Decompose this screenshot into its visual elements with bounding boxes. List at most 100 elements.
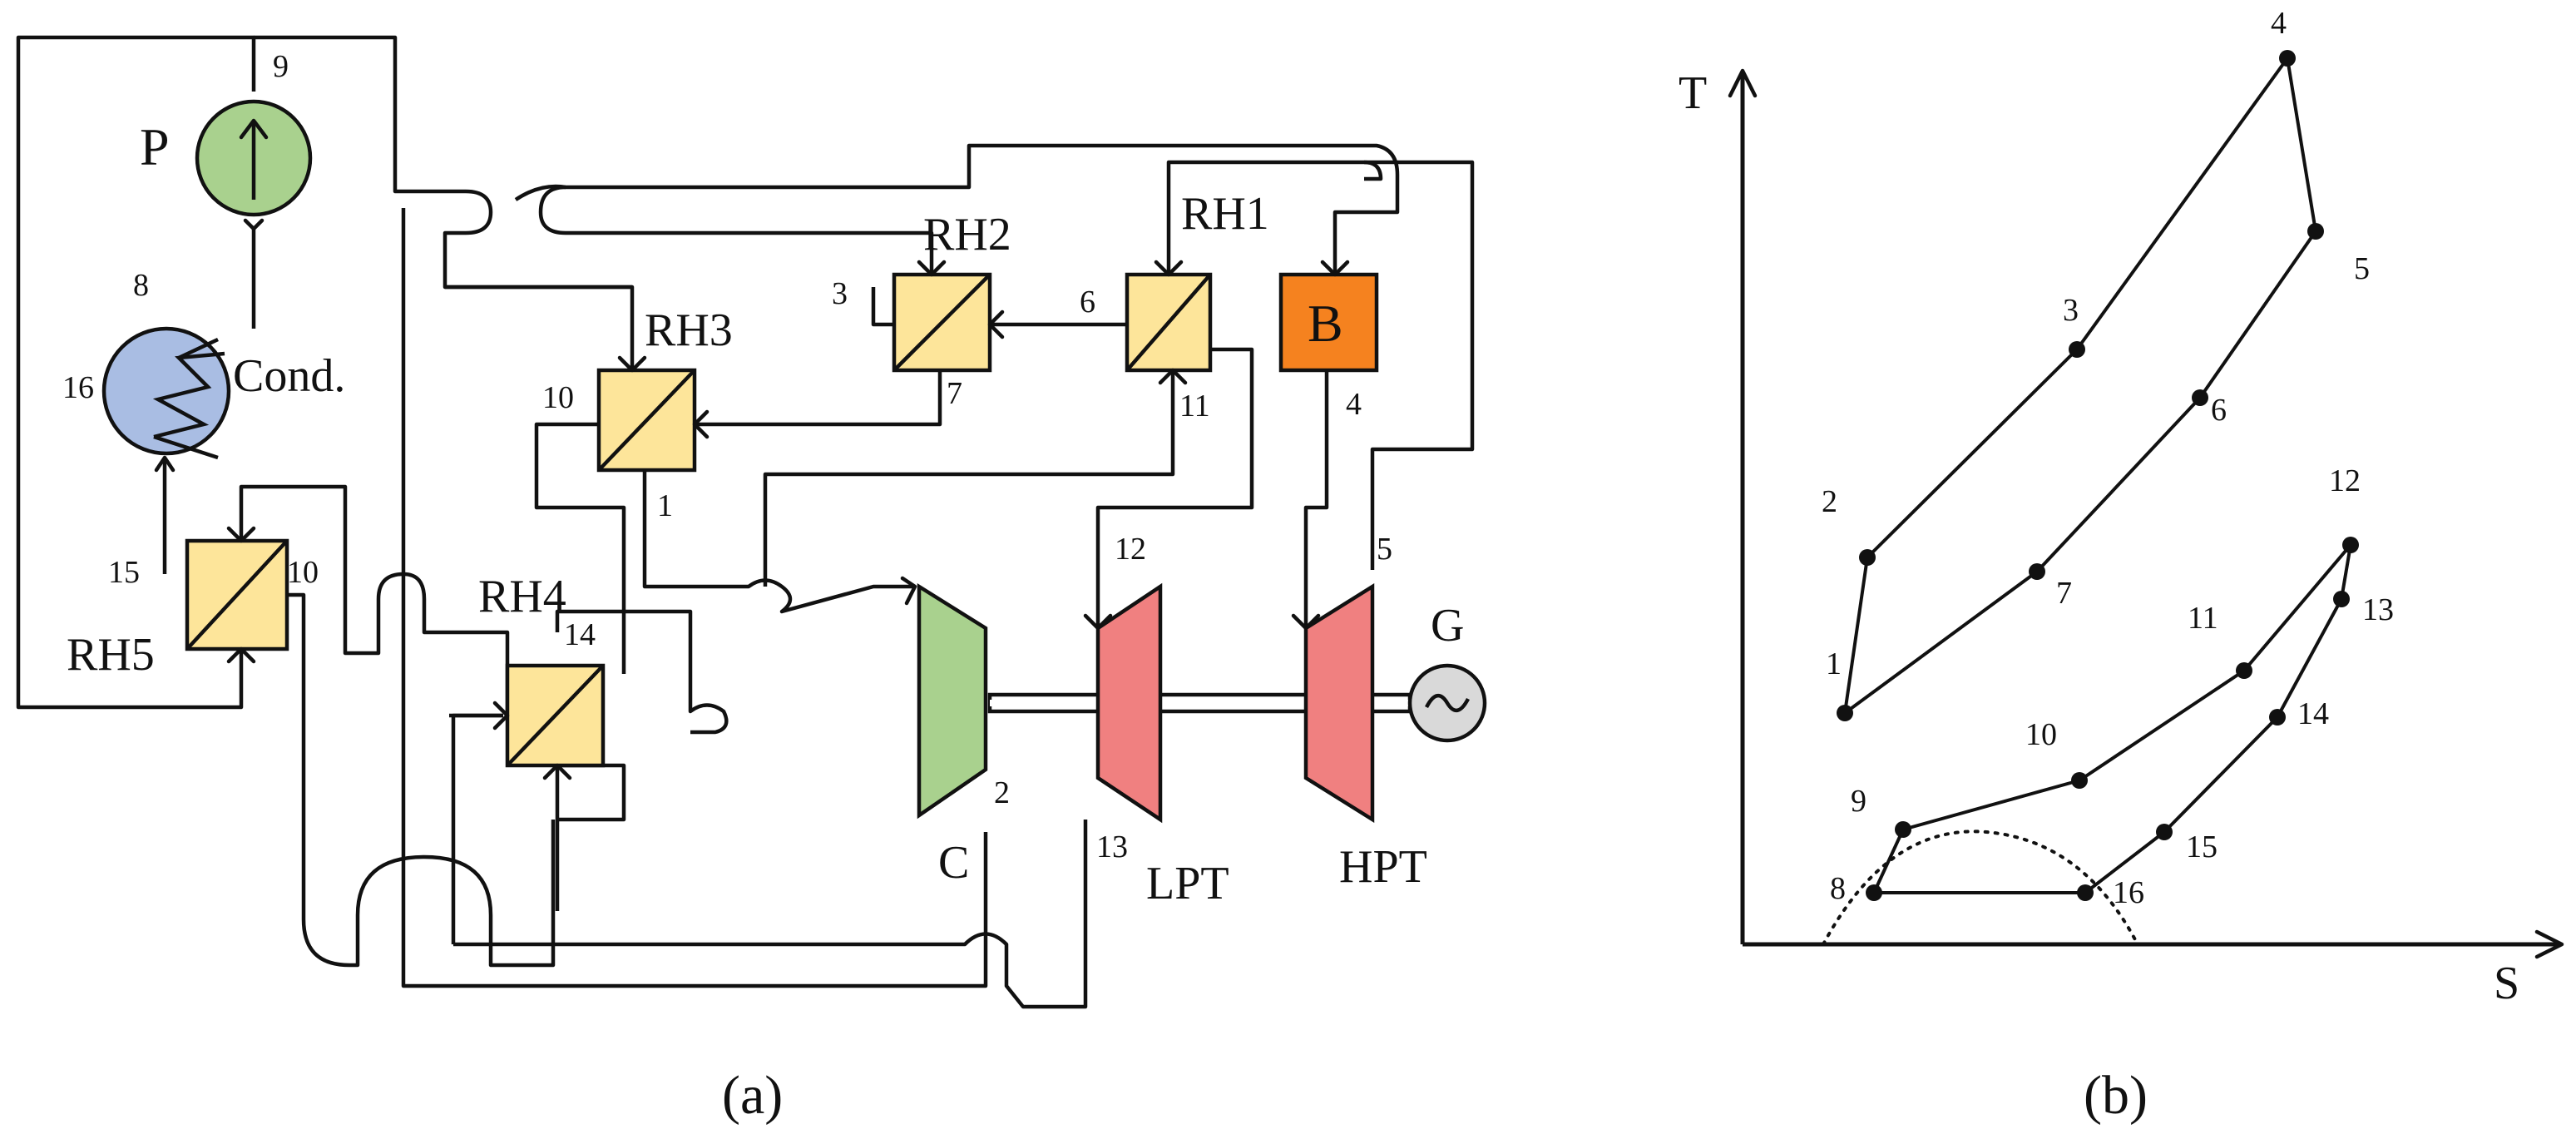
state-16: 16 bbox=[62, 370, 94, 405]
label-rh5: RH5 bbox=[67, 629, 155, 681]
label-rh2: RH2 bbox=[923, 209, 1011, 260]
ts-point-7 bbox=[2029, 563, 2045, 580]
rh5-exchanger bbox=[185, 538, 289, 651]
boiler bbox=[1278, 272, 1379, 373]
state-6: 6 bbox=[1080, 285, 1095, 319]
pipe-pump-outlet bbox=[16, 35, 256, 710]
ts-point-12 bbox=[2342, 537, 2359, 553]
ts-cycle-lines bbox=[1843, 57, 2352, 894]
arrow-rh1-top bbox=[1154, 260, 1184, 277]
ts-point-label-4: 4 bbox=[2271, 6, 2287, 41]
arrow-rh4-left bbox=[492, 701, 510, 730]
ts-segment-3-4 bbox=[2075, 57, 2289, 351]
arrow-rh3-top bbox=[617, 355, 647, 373]
rh2-exchanger bbox=[892, 272, 992, 373]
ts-point-3 bbox=[2069, 341, 2085, 358]
pipe-to-hpt bbox=[1364, 160, 1475, 570]
label-rh1: RH1 bbox=[1181, 188, 1269, 240]
ts-point-15 bbox=[2156, 824, 2173, 840]
arrow-rh5-bottom bbox=[226, 646, 256, 664]
pipe-boiler-to-hpt bbox=[1303, 370, 1329, 628]
ts-point-14 bbox=[2269, 709, 2286, 726]
ts-segment-1-2 bbox=[1843, 557, 1869, 714]
state-5: 5 bbox=[1377, 532, 1392, 567]
label-lpt: LPT bbox=[1146, 858, 1229, 909]
pipe-lower-return bbox=[453, 820, 1088, 1009]
ts-point-label-11: 11 bbox=[2188, 601, 2218, 636]
pipe-rh3-to-comp bbox=[642, 470, 915, 614]
pipe-rh4-bottom bbox=[555, 763, 626, 911]
saturation-dome bbox=[1822, 830, 2139, 946]
arrow-lpt-in bbox=[1083, 613, 1113, 631]
label-pump: P bbox=[140, 117, 170, 176]
label-hpt: HPT bbox=[1339, 841, 1427, 893]
ts-point-8 bbox=[1866, 884, 1882, 901]
arrow-pump-in bbox=[243, 218, 265, 231]
ts-point-label-14: 14 bbox=[2297, 696, 2329, 731]
state-point-labels: 9 8 16 15 10 3 6 7 11 10 1 4 12 5 14 2 1… bbox=[62, 49, 1392, 864]
ts-point-label-2: 2 bbox=[1822, 484, 1837, 519]
component-labels: P Cond. RH1 RH2 RH3 RH4 RH5 B C LPT HPT … bbox=[67, 117, 1464, 909]
rh1-exchanger bbox=[1125, 272, 1213, 373]
pipe-lower-loop bbox=[451, 713, 503, 944]
ts-segment-8-9 bbox=[1872, 829, 1905, 894]
state-2: 2 bbox=[994, 775, 1010, 810]
ts-point-16 bbox=[2077, 884, 2094, 901]
ts-segment-6-7 bbox=[2035, 396, 2202, 573]
ts-point-label-12: 12 bbox=[2329, 463, 2361, 498]
arrow-boiler-top bbox=[1320, 260, 1350, 277]
ts-segment-10-11 bbox=[2078, 669, 2246, 782]
state-1: 1 bbox=[657, 488, 673, 523]
ts-point-label-15: 15 bbox=[2186, 830, 2218, 864]
ts-segment-15-16 bbox=[2084, 830, 2166, 894]
ts-point-11 bbox=[2236, 662, 2252, 679]
label-compressor: C bbox=[938, 837, 969, 889]
hpt-turbine bbox=[1303, 582, 1375, 824]
label-rh4: RH4 bbox=[478, 571, 566, 622]
ts-segment-11-12 bbox=[2242, 543, 2352, 672]
state-9: 9 bbox=[273, 49, 289, 84]
pipe-rh5-right-out bbox=[287, 592, 556, 968]
ts-axes bbox=[1728, 68, 2564, 959]
arrow-comp-in bbox=[900, 576, 917, 606]
ts-point-label-16: 16 bbox=[2113, 875, 2144, 910]
ts-point-label-10: 10 bbox=[2025, 717, 2057, 752]
lpt-turbine bbox=[1095, 582, 1163, 824]
condenser bbox=[101, 326, 231, 460]
label-boiler: B bbox=[1308, 294, 1343, 353]
state-3: 3 bbox=[832, 276, 848, 311]
ts-point-10 bbox=[2071, 772, 2088, 789]
caption-b: (b) bbox=[2084, 1065, 2148, 1126]
state-7: 7 bbox=[947, 376, 962, 411]
ts-point-13 bbox=[2333, 591, 2350, 607]
label-condenser: Cond. bbox=[233, 350, 345, 402]
arrow-rh5-top bbox=[226, 526, 256, 543]
pump bbox=[195, 99, 313, 217]
arrow-hpt-in bbox=[1291, 613, 1321, 631]
arrow-rh3-right bbox=[692, 409, 710, 439]
axis-s-label: S bbox=[2494, 958, 2519, 1009]
axis-t-label: T bbox=[1679, 67, 1707, 119]
ts-point-label-6: 6 bbox=[2211, 393, 2227, 428]
state-15: 15 bbox=[108, 555, 140, 590]
ts-point-label-9: 9 bbox=[1851, 784, 1866, 819]
ts-point-label-13: 13 bbox=[2362, 592, 2394, 627]
pipe-rh1-to-lpt bbox=[1095, 347, 1254, 628]
arrow-rh2-top bbox=[917, 260, 947, 277]
ts-segment-9-10 bbox=[1902, 779, 2080, 831]
ts-point-label-8: 8 bbox=[1830, 871, 1846, 906]
compressor bbox=[917, 582, 988, 820]
ts-point-5 bbox=[2307, 223, 2324, 240]
pipe-top-to-b bbox=[514, 143, 1400, 275]
ts-segment-12-13 bbox=[2340, 544, 2352, 600]
label-generator: G bbox=[1431, 600, 1464, 651]
pipe-rh2-in bbox=[538, 185, 934, 275]
pipe-rh4-top bbox=[555, 609, 729, 735]
pipe-rh3-left bbox=[534, 422, 626, 674]
ts-point-1 bbox=[1837, 705, 1853, 721]
piping bbox=[16, 35, 1475, 1009]
